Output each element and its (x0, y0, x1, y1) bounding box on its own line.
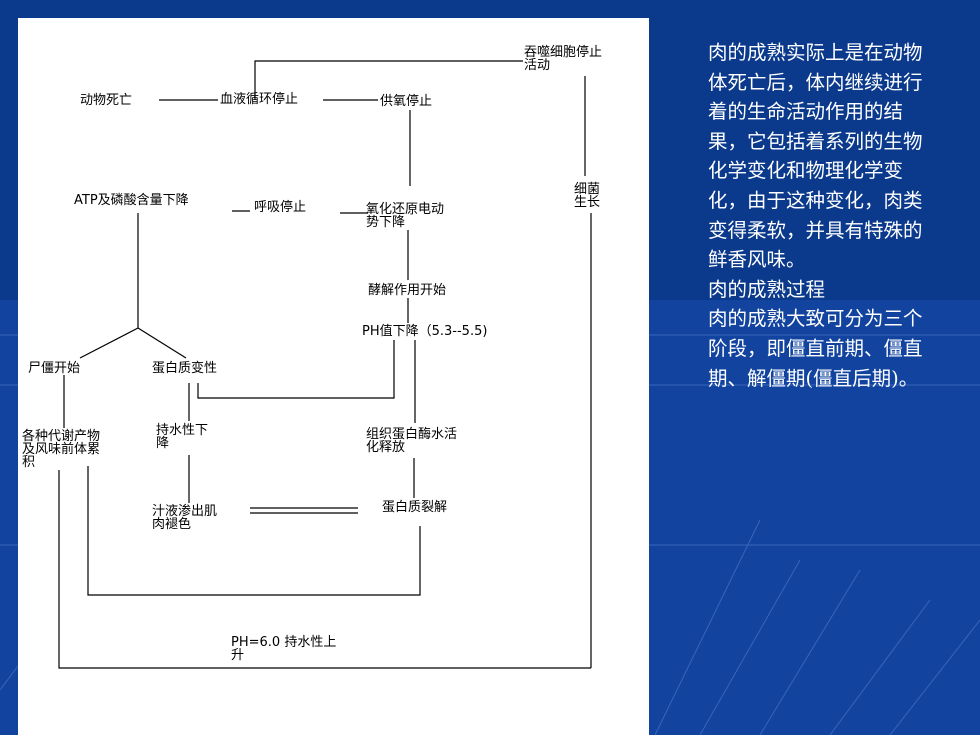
node-swallow-cells-stop: 吞噬细胞停止 活动 (524, 45, 603, 73)
node-atp-drop: ATP及磷酸含量下降 (74, 193, 189, 208)
diagram-panel: 吞噬细胞停止 活动 动物死亡 血液循环停止 供氧停止 ATP及磷酸含量下降 呼吸… (18, 18, 649, 735)
node-juice-exudation: 汁液渗出肌 肉褪色 (152, 504, 218, 532)
node-bacteria-growth: 细菌 生长 (574, 182, 601, 210)
node-protein-breakdown: 蛋白质裂解 (382, 500, 448, 515)
node-circulation-stop: 血液循环停止 (220, 92, 299, 107)
node-ph-rise: PH=6.0 持水性上 升 (231, 635, 337, 663)
node-animal-death: 动物死亡 (80, 93, 133, 108)
node-ph-drop: PH值下降（5.3--5.5) (362, 324, 488, 339)
description-paragraph-stages: 肉的成熟大致可分为三个阶段，即僵直前期、僵直期、解僵期(僵直后期)。 (708, 307, 923, 390)
description-heading-process: 肉的成熟过程 (708, 277, 826, 301)
description-paragraph-maturation: 肉的成熟实际上是在动物体死亡后，体内继续进行着的生命活动作用的结果，它包括着系列… (708, 41, 923, 272)
node-glycolysis-start: 酵解作用开始 (368, 283, 447, 298)
node-water-holding-drop: 持水性下 降 (156, 423, 209, 451)
node-respiration-stop: 呼吸停止 (254, 200, 307, 215)
node-enzyme-release: 组织蛋白酶水活 化释放 (366, 427, 458, 455)
node-metabolites: 各种代谢产物 及风味前体累 积 (22, 429, 101, 470)
node-oxygen-stop: 供氧停止 (380, 94, 433, 109)
side-description: 肉的成熟实际上是在动物体死亡后，体内继续进行着的生命活动作用的结果，它包括着系列… (708, 38, 940, 393)
node-redox-drop: 氧化还原电动 势下降 (366, 202, 445, 230)
connector-lines (58, 60, 592, 669)
node-protein-denature: 蛋白质变性 (152, 361, 218, 376)
node-rigor-start: 尸僵开始 (28, 361, 81, 376)
